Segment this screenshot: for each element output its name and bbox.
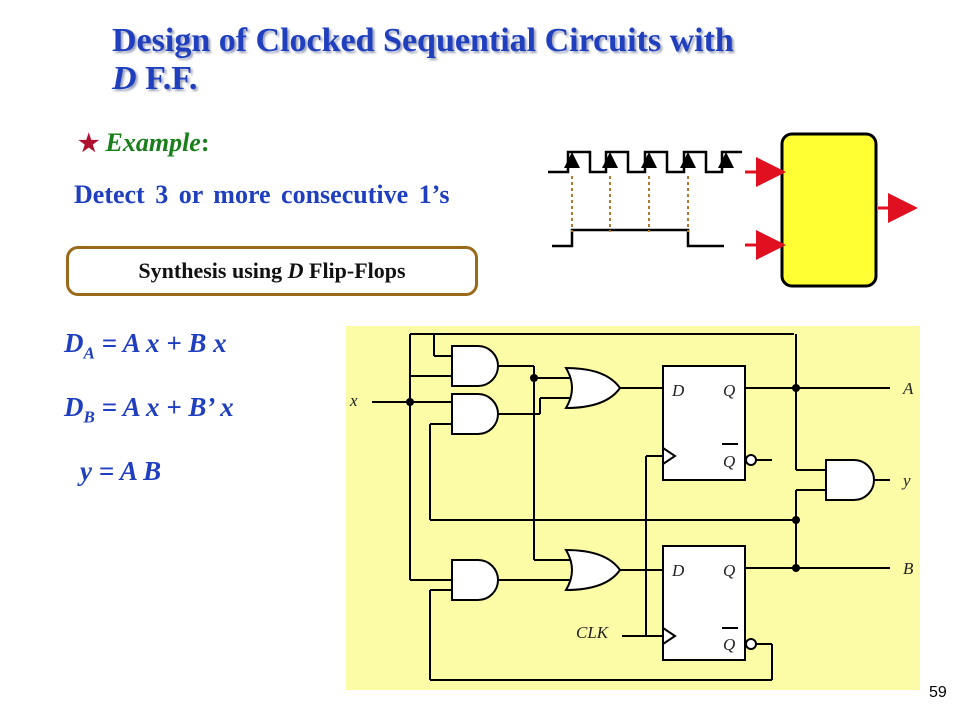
and-gate-y (825, 459, 875, 501)
ff-a-qbar-label: Q (723, 452, 735, 471)
equation-y: y = A B (80, 456, 161, 487)
detect-statement: Detect 3 or more consecutive 1’s (74, 180, 450, 209)
ff-a-d-label: D (671, 381, 685, 400)
equation-db-lhs: D (64, 392, 84, 422)
synthesis-pre: Synthesis using (138, 258, 288, 283)
equation-da: DA = A x + B x (64, 328, 227, 363)
title-ff: F.F. (136, 60, 198, 97)
equation-db: DB = A x + B’ x (64, 392, 234, 427)
ff-b-d-label: D (671, 561, 685, 580)
title-d-italic: D (112, 60, 137, 97)
example-bullet: ★Example: (78, 128, 210, 158)
or-gate-2 (564, 548, 622, 592)
sampling-dotted-lines (571, 176, 689, 232)
detector-box (780, 132, 878, 288)
and-gate-1 (451, 345, 499, 387)
output-a-label: A (902, 379, 914, 398)
or-gate-1 (564, 366, 622, 410)
junction-dots (406, 374, 800, 572)
and-gate-3 (451, 559, 499, 601)
output-b-label: B (903, 559, 914, 578)
slide-title: Design of Clocked Sequential Circuits wi… (112, 22, 912, 98)
synthesis-box: Synthesis using D Flip-Flops (66, 246, 478, 296)
input-waveform (552, 228, 724, 248)
and-gate-2 (451, 393, 499, 435)
example-label: Example (105, 128, 201, 157)
output-y-label: y (901, 471, 911, 490)
star-bullet-icon: ★ (78, 131, 100, 157)
clock-label: CLK (576, 623, 610, 642)
equation-da-sub: A (83, 343, 95, 363)
ff-a-q-label: Q (723, 381, 735, 400)
logic-circuit (451, 345, 875, 661)
example-colon: : (200, 128, 210, 157)
equation-da-lhs: D (64, 328, 84, 358)
clock-waveform (548, 150, 742, 174)
ff-b-qbar-label: Q (723, 635, 735, 654)
flip-flop-a (662, 365, 746, 481)
equation-db-sub: B (83, 407, 95, 427)
equation-db-rhs: = A x + B’ x (94, 392, 234, 422)
page-number: 59 (929, 684, 947, 701)
synthesis-post: Flip-Flops (303, 258, 406, 283)
equation-y-rhs: = A B (91, 456, 162, 486)
equation-y-lhs: y (80, 456, 92, 486)
timing-diagram (548, 150, 742, 248)
ff-a-qbar-bubble (745, 454, 757, 466)
clock-edge-arrows (564, 152, 734, 168)
ff-b-q-label: Q (723, 561, 735, 580)
circuit-wires (372, 333, 890, 681)
equation-da-rhs: = A x + B x (94, 328, 227, 358)
ff-b-qbar-bubble (745, 638, 757, 650)
title-line-1: Design of Clocked Sequential Circuits wi… (112, 22, 734, 59)
input-x-label: x (349, 391, 358, 410)
synthesis-d: D (287, 258, 304, 283)
circuit-panel (346, 326, 920, 690)
flip-flop-b (662, 545, 746, 661)
